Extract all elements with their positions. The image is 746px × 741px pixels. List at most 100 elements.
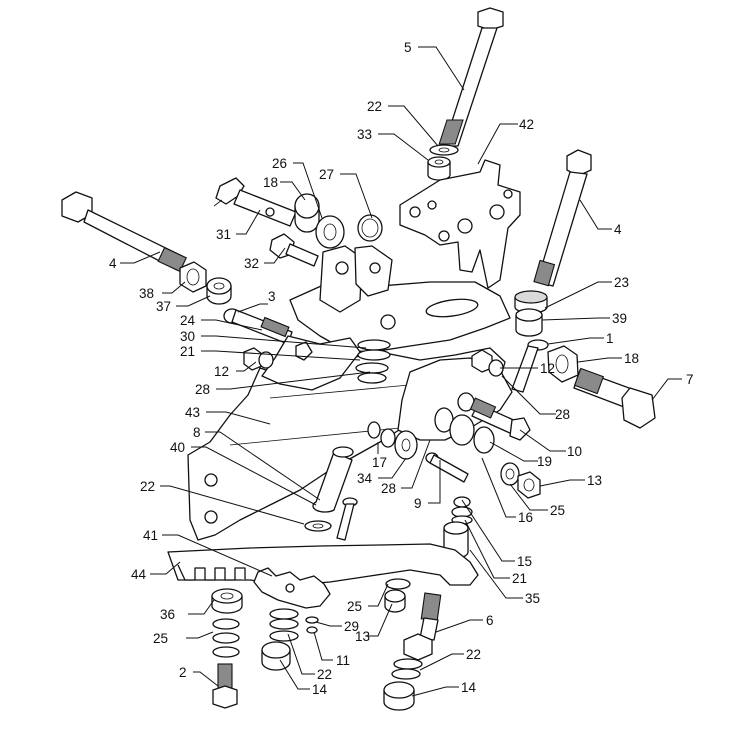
callout-labels: 5 22 42 33 26 27 18 4 31 4 32 23 38 37 3… [109,40,694,697]
callout-42: 42 [519,117,534,132]
bolt-6 [403,592,442,661]
washer-stack-25-left [212,618,240,658]
callout-21: 21 [512,571,527,586]
bolt-10 [469,397,531,441]
callout-37: 37 [156,299,171,314]
washer-22-mid [304,520,332,532]
callout-23: 23 [614,275,629,290]
callout-15: 15 [517,554,532,569]
washer-stack-22-bottom [391,658,423,680]
callout-35: 35 [525,591,540,606]
callout-12: 12 [214,364,229,379]
callout-17: 17 [372,455,387,470]
leader-lines [120,46,682,697]
washer-25-bottom [385,578,411,590]
washer-19 [500,462,520,486]
callout-41: 41 [143,528,158,543]
bolt-4-right [533,149,592,287]
callout-32: 32 [244,256,259,271]
callout-4: 4 [109,256,117,271]
pin-1 [511,339,549,393]
pin-31 [213,177,297,227]
nut-38 [179,261,207,293]
callout-19: 19 [537,454,552,469]
circlip-27 [357,214,383,242]
nut-12-right [457,349,504,412]
callout-28: 28 [381,481,396,496]
callout-25: 25 [550,503,565,518]
callout-33: 33 [357,127,372,142]
callout-8: 8 [193,425,201,440]
callout-3: 3 [268,289,276,304]
callout-18: 18 [263,175,278,190]
pin-8 [312,446,354,513]
washer-37 [206,277,232,305]
callout-4: 4 [614,222,622,237]
callout-29: 29 [344,619,359,634]
callout-44: 44 [131,567,147,582]
plate-44 [167,543,479,586]
callout-40: 40 [170,440,185,455]
callout-11: 11 [336,653,350,668]
bolt-5 [438,7,504,147]
nut-14-bottom [383,681,415,711]
washer-stack-22-center [269,608,299,642]
callout-18: 18 [624,351,639,366]
callout-24: 24 [180,313,196,328]
callout-7: 7 [686,372,694,387]
gear-41 [253,567,331,609]
bushing-39 [515,308,543,337]
callout-31: 31 [216,227,231,242]
washer-29 [305,616,319,634]
bushing-33 [427,156,451,181]
callout-34: 34 [357,471,373,486]
callout-13: 13 [355,629,370,644]
callout-1: 1 [606,331,614,346]
callout-39: 39 [612,311,627,326]
bolt-7 [573,367,656,429]
callout-2: 2 [179,665,187,680]
callout-28: 28 [195,382,210,397]
callout-5: 5 [404,40,412,55]
callout-38: 38 [139,286,154,301]
callout-43: 43 [185,405,200,420]
callout-21: 21 [180,344,195,359]
callout-22: 22 [317,667,332,682]
bolt-9 [425,452,469,483]
callout-22: 22 [466,647,481,662]
callout-26: 26 [272,156,287,171]
nut-14-center [261,641,291,671]
nut-12-left [243,347,274,371]
callout-10: 10 [567,444,582,459]
bushing-34 [394,430,418,460]
callout-28: 28 [555,407,570,422]
washer-22-top [429,144,459,156]
bolt-mid [336,497,358,541]
bracket-42 [399,159,521,289]
washer-stack-center [355,339,391,384]
callout-22: 22 [367,99,382,114]
callout-36: 36 [160,607,175,622]
bolt-2 [212,663,238,709]
callout-6: 6 [486,613,494,628]
callout-25: 25 [153,631,168,646]
bolt-4-left [61,191,187,273]
nut-13-right [517,471,541,499]
callout-16: 16 [518,510,533,525]
callout-30: 30 [180,329,195,344]
callout-13: 13 [587,473,602,488]
washer-26 [315,215,345,249]
nut-36 [211,588,243,614]
callout-22: 22 [140,479,155,494]
washer-17 [367,421,396,448]
nut-13-bottom [384,589,406,613]
callout-9: 9 [414,496,422,511]
bolt-32 [269,233,319,267]
callout-14: 14 [461,680,477,695]
bolt-3 [223,308,293,345]
callout-14: 14 [312,682,328,697]
callout-27: 27 [319,167,334,182]
washer-18-top [294,193,320,233]
